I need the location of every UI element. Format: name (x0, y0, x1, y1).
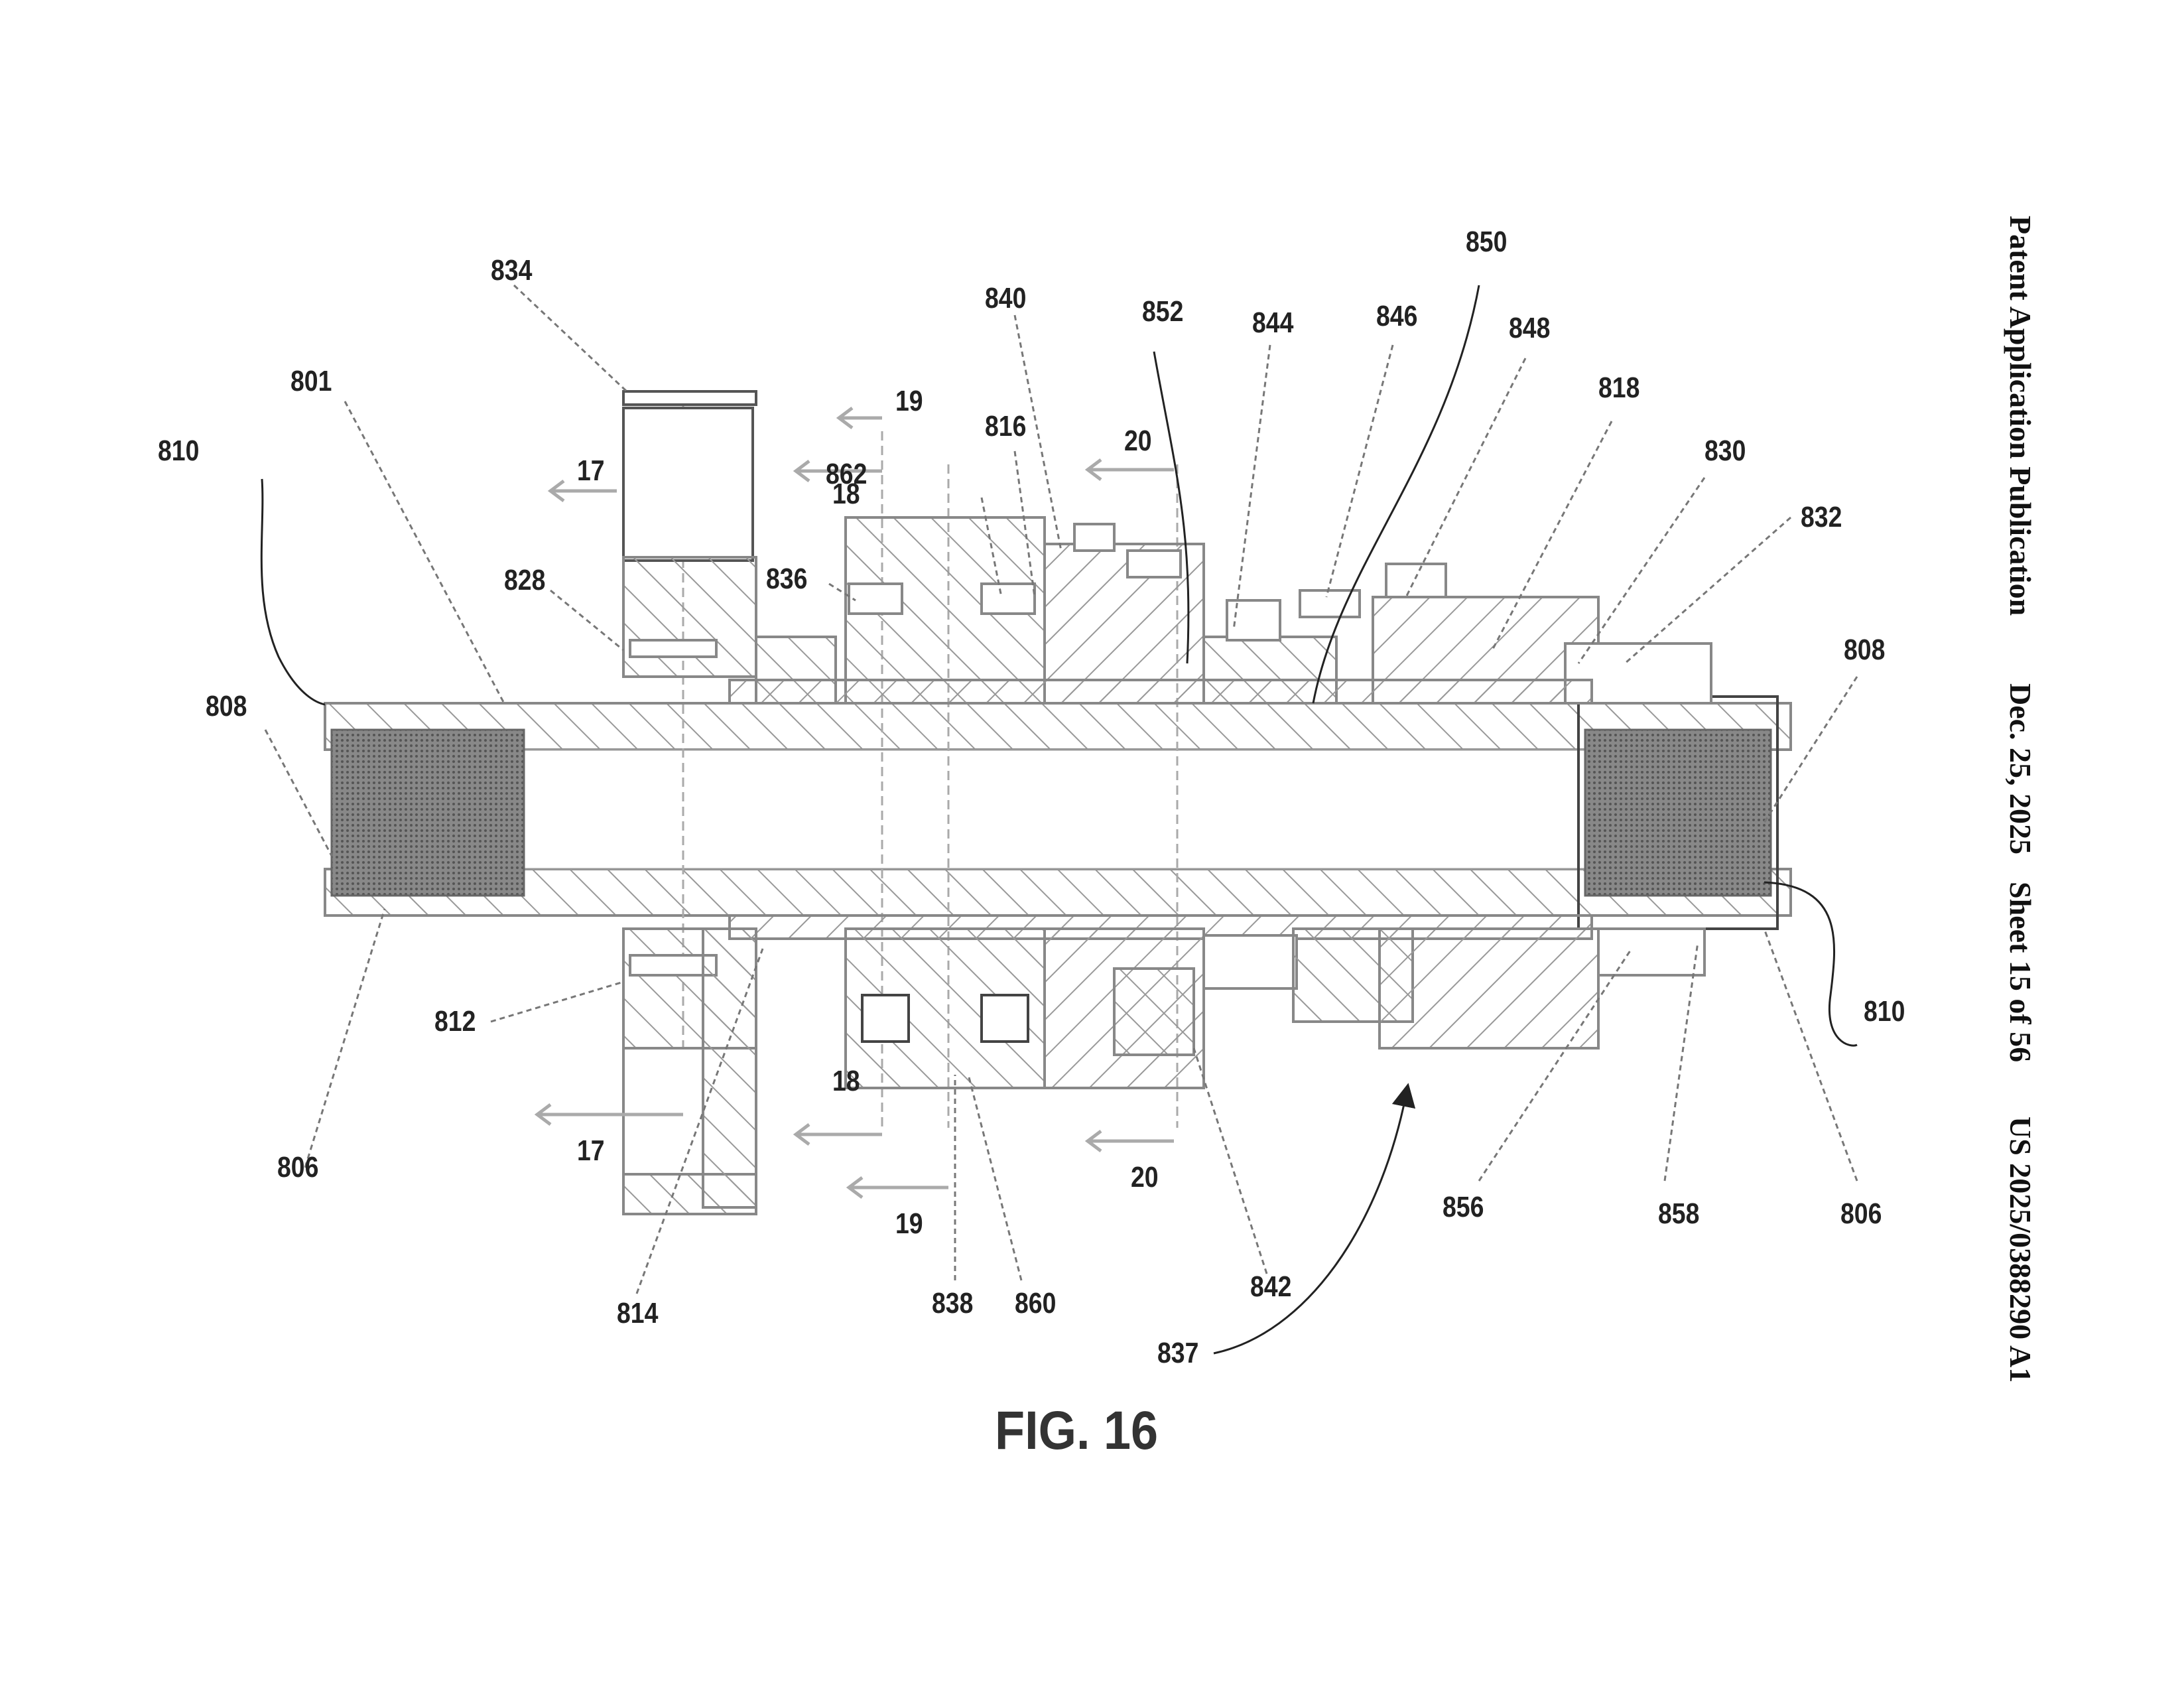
ref-801: 801 (290, 365, 332, 397)
section-17-bottom: 17 (577, 1134, 605, 1167)
upper-components (622, 390, 1712, 705)
publication-type: Patent Application Publication (2004, 216, 2037, 616)
figure-caption: FIG. 16 (995, 1400, 1159, 1461)
section-19-bottom: 19 (895, 1207, 923, 1240)
section-18-bottom: 18 (832, 1065, 860, 1097)
section-19-top: 19 (895, 385, 923, 417)
ref-810-left: 810 (158, 435, 200, 467)
publication-date: Dec. 25, 2025 (2004, 683, 2037, 854)
end-insert-left-808 (330, 728, 525, 897)
ref-842: 842 (1250, 1270, 1292, 1303)
section-20-top: 20 (1124, 425, 1152, 457)
end-insert-right-808 (1584, 728, 1772, 897)
ref-840: 840 (985, 282, 1027, 314)
section-17-top: 17 (577, 454, 605, 487)
ref-836: 836 (766, 563, 808, 595)
ref-808-right: 808 (1844, 634, 1886, 666)
section-20-bottom: 20 (1131, 1161, 1159, 1193)
ref-834: 834 (491, 254, 533, 287)
ref-862: 862 (826, 458, 867, 490)
ref-837: 837 (1157, 1337, 1199, 1369)
ref-814: 814 (617, 1297, 659, 1329)
ref-848: 848 (1509, 312, 1551, 344)
ref-856: 856 (1443, 1191, 1484, 1223)
ref-810-right: 810 (1864, 995, 1905, 1028)
ref-806-right: 806 (1840, 1197, 1882, 1230)
ref-860: 860 (1015, 1287, 1057, 1320)
ref-838: 838 (932, 1287, 974, 1320)
ref-806-left: 806 (277, 1151, 319, 1184)
section-arrows (534, 407, 1174, 1199)
ref-846: 846 (1376, 300, 1418, 332)
sheet-number: Sheet 15 of 56 (2004, 882, 2037, 1063)
running-header: Patent Application Publication Dec. 25, … (2003, 216, 2038, 1383)
leader-lines (260, 284, 1858, 1355)
section-18-top: 18 (832, 478, 860, 510)
ref-850: 850 (1466, 226, 1508, 258)
ref-832: 832 (1801, 501, 1842, 533)
lower-components (622, 914, 1706, 1215)
ref-808-left: 808 (206, 690, 247, 722)
ref-816: 816 (985, 410, 1027, 442)
ref-830: 830 (1704, 435, 1746, 467)
ref-852: 852 (1142, 295, 1184, 328)
publication-number: US 2025/0388290 A1 (2004, 1116, 2037, 1383)
ref-812: 812 (434, 1005, 476, 1038)
ref-858: 858 (1658, 1197, 1700, 1230)
ref-844: 844 (1252, 306, 1294, 339)
ref-828: 828 (504, 564, 546, 596)
ref-818: 818 (1598, 372, 1640, 404)
